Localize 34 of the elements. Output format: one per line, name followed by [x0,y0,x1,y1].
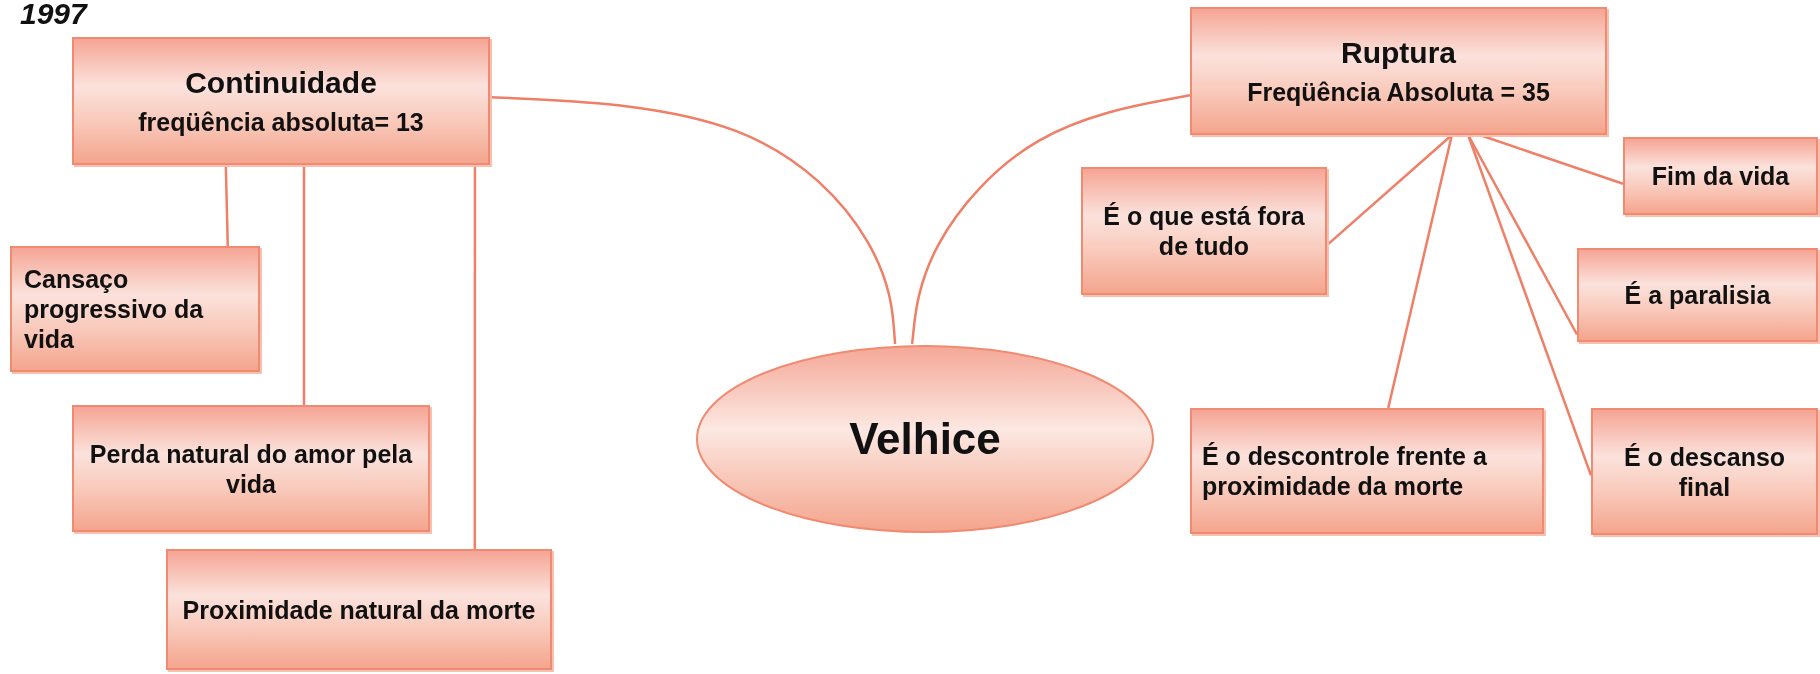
node-text: É o descontrole frente a proximidade da morte [1202,441,1488,501]
node-text: Proximidade natural da morte [181,594,537,625]
connector-line [1387,134,1454,409]
node-heading: Continuidade [184,65,378,101]
frequency-text: freqüência absoluta= 13 [137,107,425,137]
central-ellipse [695,344,1155,534]
concept-box [1591,408,1818,535]
year-label: 1997 [20,0,87,31]
connector-line [489,95,897,345]
node-text: Fim da vida [1650,161,1791,191]
connector-line [224,164,229,247]
concept-box [72,37,490,165]
central-title: Velhice [848,412,1002,465]
node-text: É a paralisia [1623,280,1772,310]
concept-box [1577,248,1818,342]
concept-box [72,405,430,532]
concept-box [1190,7,1607,135]
concept-box [1190,408,1544,534]
connector-line [1326,134,1453,246]
concept-box [1623,137,1818,215]
node-text: É o que está fora de tudo [1102,201,1306,261]
node-text: Perda natural do amor pela vida [88,438,414,499]
connector-line [1467,134,1579,336]
node-heading: Ruptura [1340,35,1457,71]
frequency-text: Freqüência Absoluta = 35 [1246,77,1551,107]
connector-line [1466,134,1593,476]
concept-box [1081,167,1327,295]
connector-line [910,94,1191,345]
concept-box [10,246,260,372]
node-text: É o descanso final [1622,441,1787,502]
connector-line [302,165,306,405]
concept-box [166,549,552,670]
connector-line [473,165,477,549]
node-text: Cansaço progressivo da vida [24,264,205,354]
